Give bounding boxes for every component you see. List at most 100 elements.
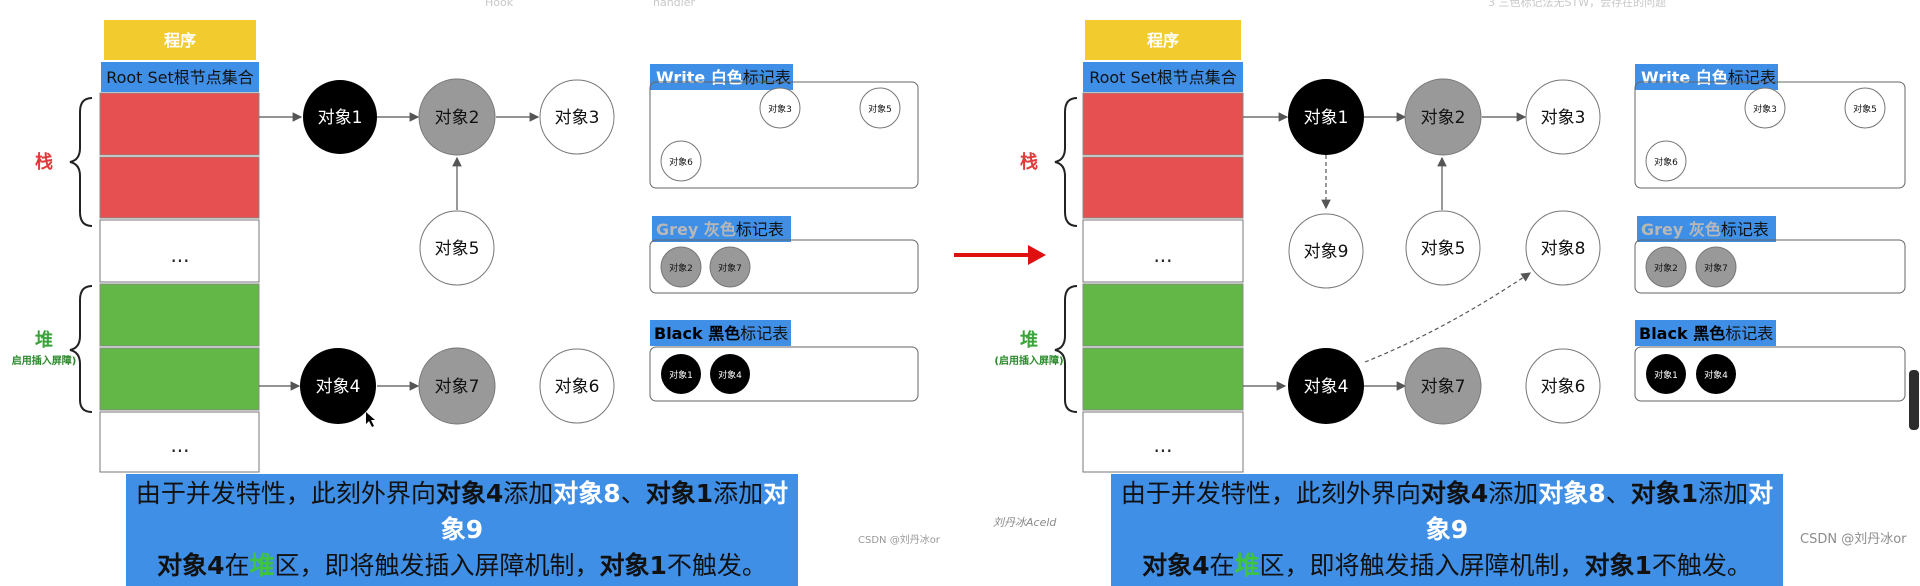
- black-table-box: [1634, 346, 1906, 402]
- node-o7-label: 对象7: [435, 377, 480, 397]
- black-table-box: [649, 346, 919, 402]
- screenshot-stage: Hook handler 3 三色标记法无STW，会存在的问题 程序 Root …: [12, 0, 1919, 586]
- stack-brace: [69, 97, 93, 227]
- grey-o2-label: 对象2: [669, 262, 693, 274]
- program-box: [1085, 20, 1241, 60]
- heap-sublabel: (启用插入屏障): [994, 354, 1063, 367]
- node-o4: [300, 348, 376, 424]
- node-o4-label: 对象4: [1304, 377, 1349, 397]
- stack-cell-2: [1082, 156, 1244, 219]
- grey-o7: [709, 246, 751, 288]
- black-o1: [661, 354, 701, 394]
- stack-cell-1: [1082, 92, 1244, 156]
- white-o3: [1744, 87, 1786, 129]
- node-o7: [1404, 347, 1482, 425]
- stack-cell-3: [99, 219, 260, 283]
- white-table-header: [1635, 64, 1778, 90]
- node-o4: [1288, 348, 1364, 424]
- node-o4-label: 对象4: [316, 377, 361, 397]
- stack-cell-2: [99, 156, 260, 219]
- root-set-box: [101, 62, 259, 92]
- diagram-after-svg: 程序 Root Set根节点集合 ... ... 栈 堆 (启用插入屏障): [994, 20, 1906, 473]
- node-o5: [1405, 210, 1481, 286]
- white-o5-label: 对象5: [1853, 103, 1877, 115]
- white-table-box: [649, 81, 919, 189]
- root-set-label: Root Set根节点集合: [106, 68, 254, 87]
- grey-o7-label: 对象7: [1704, 262, 1728, 274]
- white-o6: [1645, 140, 1687, 182]
- heap-cell-1: [99, 283, 260, 347]
- black-table-header: [1635, 320, 1776, 346]
- grey-table-header: [652, 216, 791, 242]
- grey-o2: [1645, 246, 1687, 288]
- node-o7: [418, 347, 496, 425]
- stack-label: 栈: [35, 151, 53, 173]
- faint-hook: Hook: [485, 0, 514, 9]
- program-box: [104, 20, 256, 60]
- node-o3: [539, 79, 615, 155]
- node-o5-label: 对象5: [1421, 239, 1466, 259]
- node-o1: [1288, 79, 1364, 155]
- diagram-before-svg: 程序 Root Set根节点集合 ... ... 栈 堆 启用插入屏障): [12, 20, 919, 473]
- node-o6-label: 对象6: [555, 377, 600, 397]
- white-table-header: [650, 64, 793, 90]
- white-o5: [859, 87, 901, 129]
- heap-label: 堆: [1020, 329, 1038, 351]
- node-o6: [539, 348, 615, 424]
- program-label: 程序: [164, 31, 196, 50]
- stack-label: 栈: [1020, 151, 1038, 173]
- white-table-title: Write 白色标记表: [1641, 68, 1776, 87]
- edge-o4-o8-dashed: [1364, 272, 1531, 363]
- node-o3-label: 对象3: [555, 108, 600, 128]
- black-o4-label: 对象4: [718, 369, 742, 381]
- grey-table-title: Grey 灰色标记表: [656, 220, 784, 239]
- watermark-left: CSDN @刘丹冰or: [858, 535, 940, 546]
- node-o2: [1404, 78, 1482, 156]
- node-o9-label: 对象9: [1304, 242, 1349, 262]
- root-set-box: [1083, 62, 1243, 92]
- stack-brace: [1054, 97, 1078, 227]
- white-o3-label: 对象3: [1753, 103, 1777, 115]
- grey-o2: [660, 246, 702, 288]
- faint-note: 3 三色标记法无STW，会存在的问题: [1488, 0, 1667, 9]
- node-o5-label: 对象5: [435, 239, 480, 259]
- heap-cell-3: [1082, 411, 1244, 473]
- heap-cell-1: [1082, 283, 1244, 347]
- caption-before: 由于并发特性，此刻外界向对象4添加对象8、对象1添加对象9 对象4在堆区，即将触…: [126, 474, 798, 586]
- node-o1-label: 对象1: [1304, 108, 1349, 128]
- faint-handler: handler: [653, 0, 696, 9]
- node-o5: [419, 210, 495, 286]
- heap-cell-2: [99, 347, 260, 411]
- stack-cell-3: [1082, 219, 1244, 283]
- heap-sublabel: 启用插入屏障): [12, 354, 77, 367]
- black-o4: [1696, 354, 1736, 394]
- watermark-right: CSDN @刘丹冰or: [1800, 532, 1907, 547]
- black-o4: [710, 354, 750, 394]
- black-o1-label: 对象1: [1654, 369, 1678, 381]
- white-o5-label: 对象5: [868, 103, 892, 115]
- black-o1-label: 对象1: [669, 369, 693, 381]
- node-o3: [1525, 79, 1601, 155]
- white-o3: [759, 87, 801, 129]
- caption-after: 由于并发特性，此刻外界向对象4添加对象8、对象1添加对象9 对象4在堆区，即将触…: [1111, 474, 1783, 586]
- scroll-handle[interactable]: [1909, 370, 1919, 430]
- node-o8: [1525, 210, 1601, 286]
- node-o2-label: 对象2: [1421, 108, 1466, 128]
- heap-brace: [1054, 285, 1078, 413]
- grey-table-title: Grey 灰色标记表: [1641, 220, 1769, 239]
- white-o6: [660, 140, 702, 182]
- grey-o7: [1695, 246, 1737, 288]
- node-o6-label: 对象6: [1541, 377, 1586, 397]
- black-o4-label: 对象4: [1704, 369, 1728, 381]
- grey-o7-label: 对象7: [718, 262, 742, 274]
- node-o2-label: 对象2: [435, 108, 480, 128]
- white-o6-label: 对象6: [669, 156, 693, 168]
- heap-cell-2: [1082, 347, 1244, 411]
- grey-table-header: [1637, 216, 1776, 242]
- grey-table-box: [649, 239, 919, 294]
- white-o3-label: 对象3: [768, 103, 792, 115]
- stack-cell-1: [99, 92, 260, 156]
- node-o2: [418, 78, 496, 156]
- node-o8-label: 对象8: [1541, 239, 1586, 259]
- node-o9: [1288, 213, 1364, 289]
